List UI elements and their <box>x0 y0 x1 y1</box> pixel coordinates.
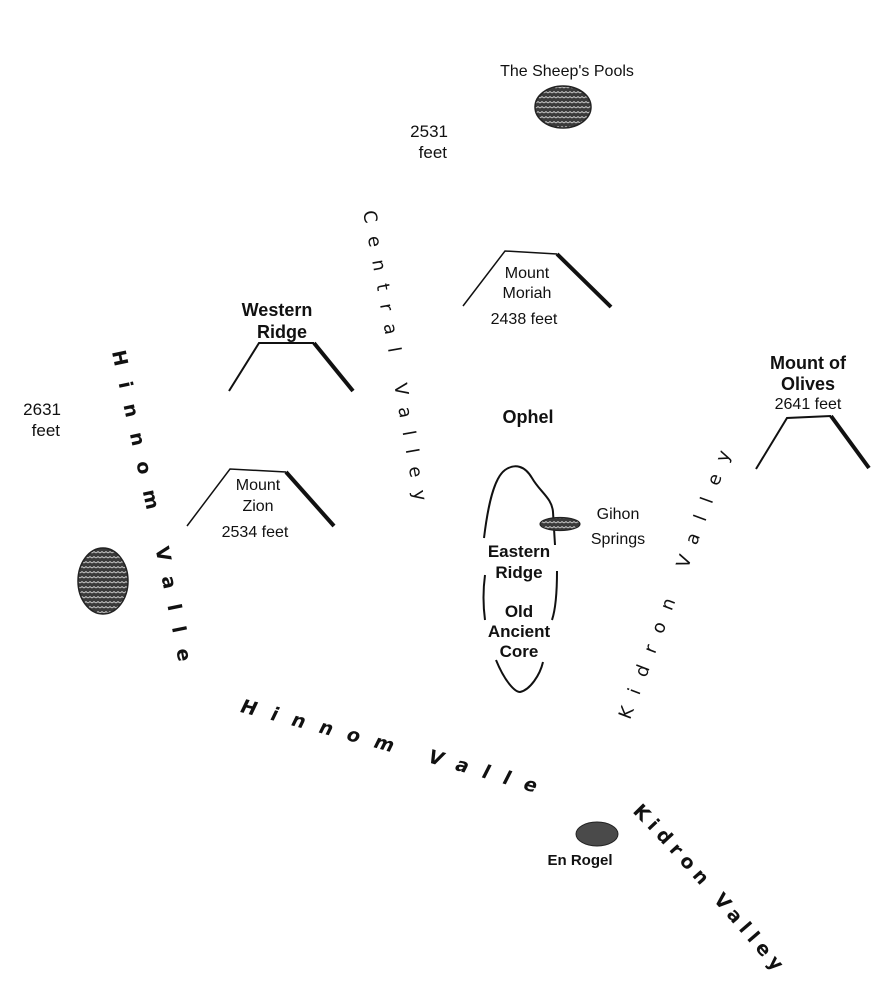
gihon-springs-name-2: Springs <box>591 531 645 548</box>
elevation-north-unit: feet <box>419 143 448 162</box>
eastern-ridge-name-2: Ridge <box>495 563 542 582</box>
old-core-name-2: Ancient <box>488 622 551 641</box>
mount-moriah-name-2: Moriah <box>503 285 552 302</box>
mount-of-olives-hill-icon <box>755 414 871 470</box>
mount-of-olives-name-1: Mount of <box>770 353 847 373</box>
kidron-valley-south-text: Kidron Valley <box>628 800 785 980</box>
western-ridge-name-1: Western <box>242 300 313 320</box>
ophel-label: Ophel <box>502 407 553 427</box>
en-rogel-well-icon <box>575 821 619 847</box>
mount-zion-name-2: Zion <box>242 498 273 515</box>
en-rogel-label: En Rogel <box>547 852 612 869</box>
sheeps-pools-label: The Sheep's Pools <box>500 63 634 80</box>
eastern-ridge-name-1: Eastern <box>488 542 550 561</box>
mount-moriah-name-1: Mount <box>505 265 550 282</box>
hinnom-valley-south-label: Hinnom Valley <box>0 0 539 802</box>
central-valley-label: Central Valley <box>358 209 433 516</box>
old-core-name-3: Core <box>500 642 539 661</box>
elevation-north-value: 2531 <box>410 122 448 141</box>
kidron-valley-south-label: Kidron Valley <box>628 800 791 980</box>
mount-zion-elevation: 2534 feet <box>222 524 289 541</box>
mount-zion-hill-icon <box>186 468 336 528</box>
elevation-west-value: 2631 <box>23 400 61 419</box>
kidron-valley-east-label: Kidron Valley <box>615 435 740 722</box>
mount-moriah-elevation: 2438 feet <box>491 311 558 328</box>
eastern-ridge-outline <box>482 465 558 694</box>
western-ridge-hill-icon <box>228 341 355 393</box>
central-valley-text: Central Valley <box>358 209 420 516</box>
mount-moriah-hill-icon <box>462 250 613 309</box>
western-ridge-name-2: Ridge <box>257 322 307 342</box>
gihon-springs-name-1: Gihon <box>597 506 640 523</box>
kidron-valley-east-text: Kidron Valley <box>615 435 726 722</box>
old-core-name-1: Old <box>505 602 533 621</box>
hinnom-valley-south-text: Hinnom Valley <box>0 0 539 802</box>
sheeps-pools-icon <box>534 85 592 129</box>
gihon-springs-icon <box>539 516 581 532</box>
elevation-west-unit: feet <box>32 421 61 440</box>
mount-of-olives-name-2: Olives <box>781 374 835 394</box>
western-pool-icon <box>77 547 129 615</box>
mount-zion-name-1: Mount <box>236 477 281 494</box>
mount-of-olives-elevation: 2641 feet <box>775 396 842 413</box>
